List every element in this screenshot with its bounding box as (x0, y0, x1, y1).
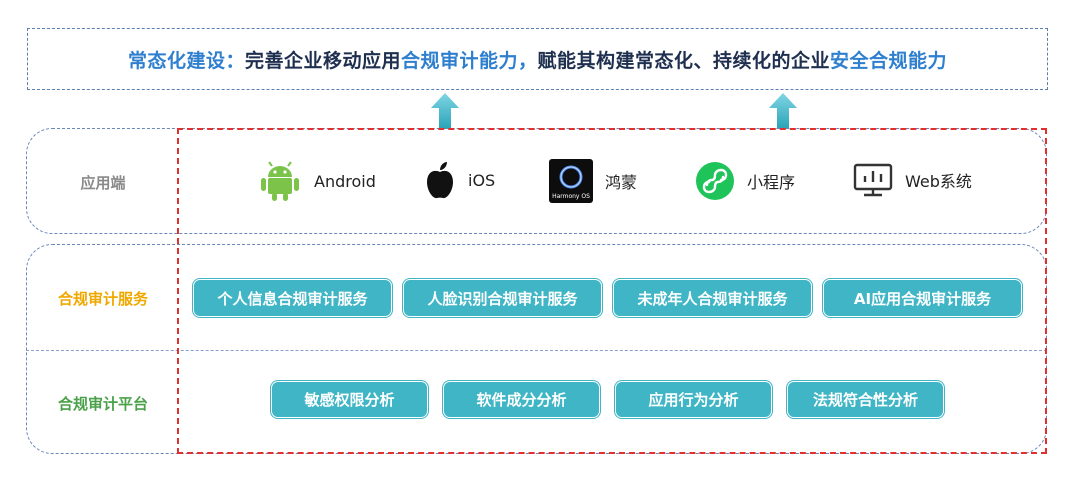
highlight-frame (177, 128, 1047, 454)
apple-icon (424, 160, 456, 200)
banner-seg-3: 合规审计能力， (400, 49, 538, 72)
web-monitor-icon (853, 162, 893, 198)
layer-divider (26, 350, 1047, 351)
banner-seg-4: 赋能其构建常态化、持续化的企业 (537, 49, 831, 72)
platform-label-harmonyos: 鸿蒙 (605, 173, 638, 192)
service-pill: 个人信息合规审计服务 (193, 279, 392, 317)
platform-harmonyos: Harmony OS 鸿蒙 (549, 159, 637, 203)
harmonyos-icon: Harmony OS (549, 159, 593, 203)
banner-seg-2: 完善企业移动应用 (244, 49, 401, 72)
analysis-pill: 应用行为分析 (615, 381, 772, 418)
harmonyos-icon-text: Harmony OS (552, 193, 590, 200)
miniprogram-icon (695, 161, 735, 201)
service-pill: AI应用合规审计服务 (823, 279, 1022, 317)
analysis-pill: 敏感权限分析 (271, 381, 428, 418)
layer-label-platform: 合规审计平台 (57, 395, 148, 413)
up-arrow-icon-right (769, 93, 797, 129)
platform-label-web: Web系统 (905, 172, 972, 191)
platform-label-android: Android (314, 171, 376, 191)
platform-android: Android (258, 160, 376, 202)
analysis-pill: 法规符合性分析 (787, 381, 944, 418)
platform-label-miniprogram: 小程序 (747, 173, 796, 192)
analysis-pill: 软件成分分析 (443, 381, 600, 418)
layer-label-app: 应用端 (80, 174, 126, 192)
banner-seg-5: 安全合规能力 (830, 49, 948, 72)
platform-ios: iOS (424, 160, 495, 200)
platform-label-ios: iOS (468, 170, 496, 190)
banner-title: 常态化建设： 完善企业移动应用 合规审计能力， 赋能其构建常态化、持续化的企业 … (27, 28, 1048, 90)
banner-seg-1: 常态化建设： (127, 49, 245, 72)
platform-miniprogram: 小程序 (695, 161, 795, 201)
android-icon (258, 160, 302, 202)
platform-web: Web系统 (853, 162, 972, 198)
layer-label-service: 合规审计服务 (57, 290, 148, 308)
up-arrow-icon-left (431, 93, 459, 129)
service-pill: 未成年人合规审计服务 (613, 279, 812, 317)
service-pill: 人脸识别合规审计服务 (403, 279, 602, 317)
